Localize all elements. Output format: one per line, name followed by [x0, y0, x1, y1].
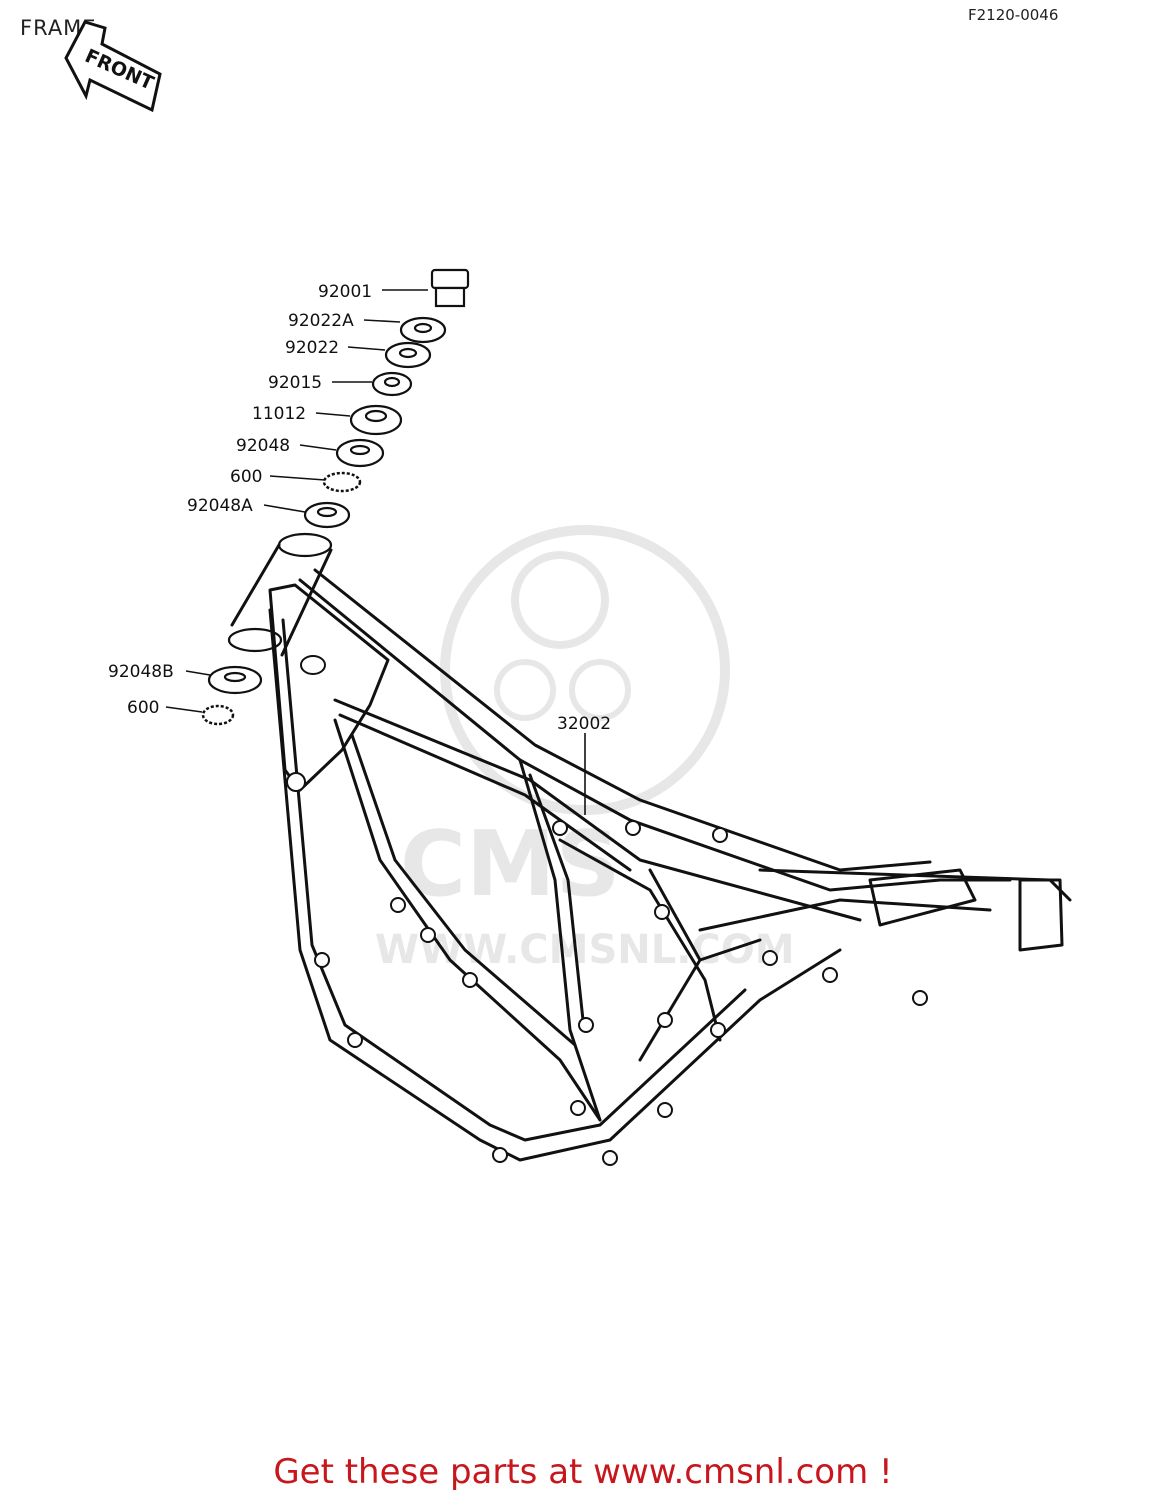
washer-92022A — [399, 316, 447, 344]
callout-92022A: 92022A — [288, 311, 354, 331]
watermark-text: WWW.CMSNL.COM — [375, 927, 795, 973]
watermark-brand: CMS — [400, 812, 620, 917]
nut-92015 — [371, 371, 413, 397]
footer-link-text[interactable]: Get these parts at www.cmsnl.com ! — [273, 1452, 893, 1492]
bearing-92048 — [335, 438, 385, 468]
diagram-code: F2120-0046 — [968, 6, 1059, 24]
callout-92015: 92015 — [268, 373, 322, 393]
bolt-92001 — [430, 268, 470, 308]
callout-32002: 32002 — [557, 714, 611, 734]
callout-92048B: 92048B — [108, 662, 174, 682]
callout-92048: 92048 — [236, 436, 290, 456]
washer-92022 — [384, 341, 432, 369]
ring-600-lower — [201, 704, 235, 726]
callout-92001: 92001 — [318, 282, 372, 302]
callout-labels: 92001 92022A 92022 92015 11012 92048 600… — [108, 282, 611, 734]
frame-32002 — [227, 532, 1072, 1166]
race-92048A — [303, 501, 351, 529]
cms-logo-watermark: CMS WWW.CMSNL.COM — [375, 525, 795, 973]
bushing-11012 — [349, 404, 403, 436]
race-92048B — [207, 665, 263, 695]
leader-lines — [165, 289, 586, 815]
callout-600-upper: 600 — [230, 467, 262, 487]
callout-92022: 92022 — [285, 338, 339, 358]
callout-11012: 11012 — [252, 404, 306, 424]
callout-92048A: 92048A — [187, 496, 253, 516]
ring-600-upper — [322, 471, 362, 493]
callout-600-lower: 600 — [127, 698, 159, 718]
front-arrow-icon: FRONT — [64, 20, 162, 113]
